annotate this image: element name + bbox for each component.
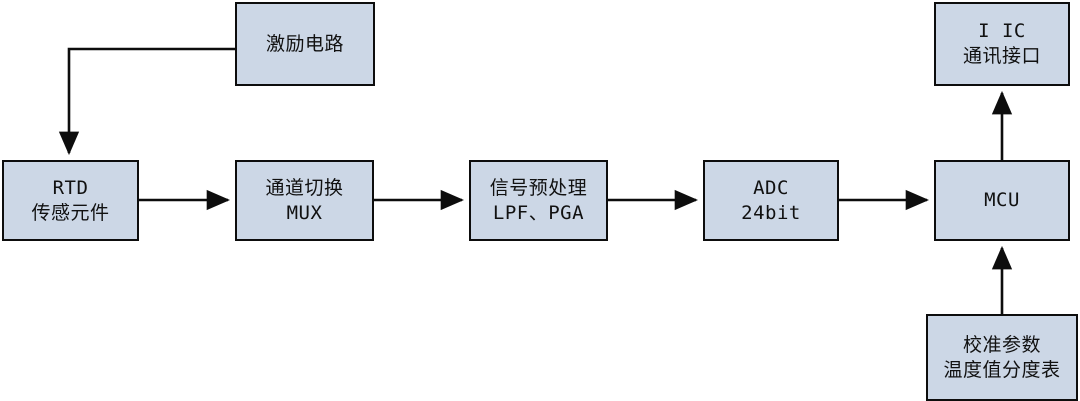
node-signal-preprocessing-label-1: 信号预处理	[489, 176, 588, 199]
node-rtd-sensor[interactable]: RTD 传感元件	[2, 160, 139, 241]
node-calibration-parameters-label-2: 温度值分度表	[943, 358, 1061, 381]
node-adc-label-1: ADC	[753, 176, 789, 199]
node-excitation-circuit[interactable]: 激励电路	[235, 2, 375, 86]
node-adc-label-2: 24bit	[741, 201, 801, 224]
node-excitation-circuit-label-1: 激励电路	[265, 32, 344, 55]
node-rtd-sensor-label-1: RTD	[52, 176, 89, 199]
node-signal-preprocessing-label-2: LPF、PGA	[492, 201, 585, 224]
node-mcu-label-1: MCU	[984, 189, 1020, 212]
node-adc[interactable]: ADC 24bit	[703, 160, 839, 241]
node-iic-interface-label-1: I IC	[978, 20, 1026, 43]
node-mcu[interactable]: MCU	[934, 160, 1070, 241]
node-channel-mux-label-1: 通道切换	[265, 176, 344, 199]
node-channel-mux[interactable]: 通道切换 MUX	[235, 160, 374, 241]
node-iic-interface-label-2: 通讯接口	[962, 45, 1041, 67]
node-signal-preprocessing[interactable]: 信号预处理 LPF、PGA	[469, 160, 608, 241]
node-calibration-parameters[interactable]: 校准参数 温度值分度表	[926, 314, 1078, 401]
node-calibration-parameters-label-1: 校准参数	[962, 333, 1041, 356]
node-channel-mux-label-2: MUX	[286, 201, 323, 224]
node-iic-interface[interactable]: I IC 通讯接口	[934, 2, 1070, 86]
edge-excitation-to-rtd	[58, 47, 235, 156]
node-rtd-sensor-label-2: 传感元件	[31, 201, 110, 224]
